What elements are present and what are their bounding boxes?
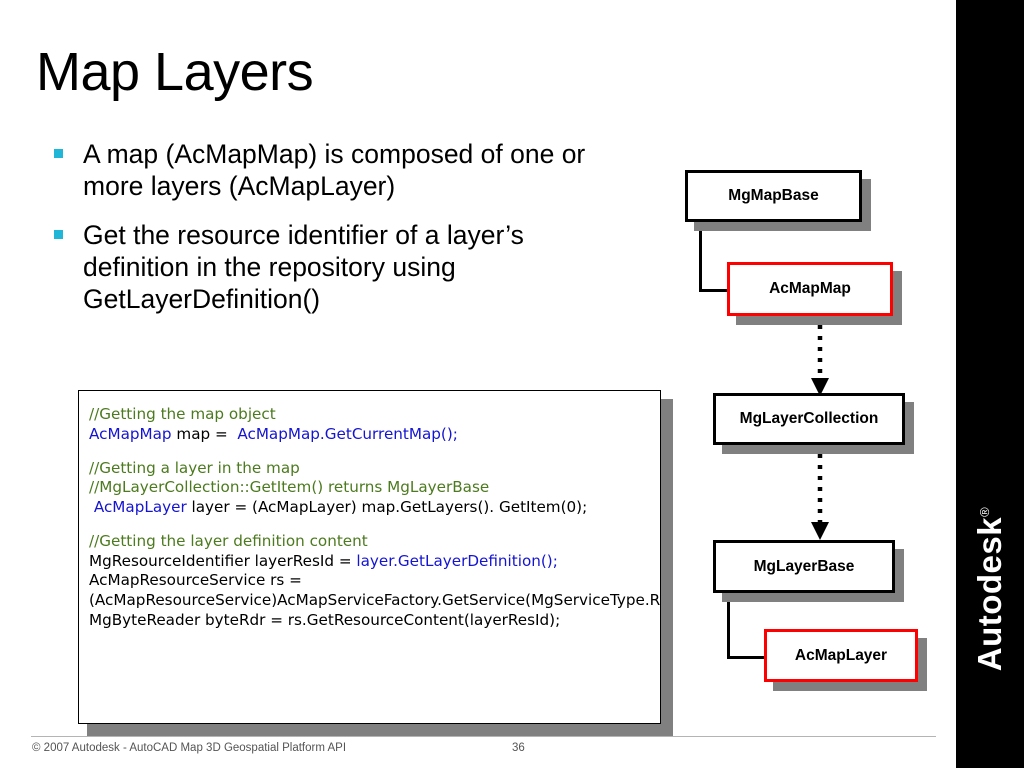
code-line: //Getting the map object — [89, 405, 650, 425]
code-token-cmt: //Getting the layer definition content — [89, 531, 368, 550]
connector-mglayerbase-acmaplayer-vertical — [727, 593, 730, 659]
arrow-acmapmap-to-mglayercollection — [811, 314, 829, 396]
code-token-type: AcMapMap — [89, 424, 172, 443]
autodesk-brand-bar: Autodesk® — [956, 0, 1024, 768]
connector-mglayerbase-acmaplayer-horizontal — [727, 656, 767, 659]
code-line: AcMapMap map = AcMapMap.GetCurrentMap(); — [89, 425, 650, 445]
diagram-box-label: MgLayerCollection — [739, 410, 879, 427]
box-shadow-acmapmap — [736, 271, 902, 325]
code-token-cmt: //Getting a layer in the map — [89, 458, 300, 477]
diagram-box-label: MgMapBase — [728, 187, 819, 204]
code-token-plain: (AcMapResourceService)AcMapServiceFactor… — [89, 591, 660, 609]
code-token-plain: MgResourceIdentifier layerResId = — [89, 551, 357, 570]
bullet-square-icon — [54, 229, 63, 239]
code-token-type: AcMapMap.GetCurrentMap(); — [237, 424, 458, 443]
diagram-box-acmapmap[interactable]: AcMapMap — [727, 262, 893, 316]
diagram-box-mgmapbase[interactable]: MgMapBase — [685, 170, 862, 222]
bullet-item: A map (AcMapMap) is composed of one or m… — [50, 138, 610, 203]
bullet-text: Get the resource identifier of a layer’s… — [83, 219, 524, 315]
bullet-text: A map (AcMapMap) is composed of one or m… — [83, 139, 586, 202]
code-token-plain: map = — [171, 424, 238, 443]
registered-trademark-icon: ® — [977, 506, 992, 517]
diagram-box-label: AcMapMap — [769, 280, 851, 297]
diagram-box-label: MgLayerBase — [753, 557, 855, 575]
diagram-box-mglayercollection[interactable]: MgLayerCollection — [713, 393, 905, 445]
code-line: //MgLayerCollection::GetItem() returns M… — [89, 478, 650, 498]
code-line: //Getting the layer definition content — [89, 532, 650, 552]
code-token-type: AcMapLayer — [89, 498, 187, 516]
code-line: MgResourceIdentifier layerResId = layer.… — [89, 552, 650, 572]
bullet-item: Get the resource identifier of a layer’s… — [50, 219, 610, 316]
code-token-plain: AcMapResourceService rs = — [89, 571, 302, 590]
arrow-mglayercollection-to-mglayerbase — [811, 443, 829, 540]
box-shadow-acmaplayer — [773, 638, 927, 691]
code-line: //Getting a layer in the map — [89, 459, 650, 479]
code-token-type: layer.GetLayerDefinition(); — [356, 551, 558, 570]
box-shadow-mglayerbase — [722, 549, 904, 602]
footer-page-number: 36 — [512, 742, 525, 754]
bullet-square-icon — [54, 149, 63, 158]
code-line: AcMapResourceService rs = — [89, 571, 650, 591]
code-token-plain: MgByteReader byteRdr = rs.GetResourceCon… — [89, 610, 561, 629]
diagram-box-mglayerbase[interactable]: MgLayerBase — [713, 540, 895, 593]
footer-copyright: © 2007 Autodesk - AutoCAD Map 3D Geospat… — [32, 742, 347, 754]
box-shadow-mglayercollection — [722, 402, 914, 454]
box-shadow-mgmapbase — [694, 179, 871, 231]
code-line: (AcMapResourceService)AcMapServiceFactor… — [89, 591, 660, 611]
code-blank-line — [89, 445, 650, 459]
code-blank-line — [89, 518, 650, 532]
page-title: Map Layers — [36, 42, 314, 102]
autodesk-logo: Autodesk® — [971, 469, 1009, 709]
footer-divider — [31, 736, 936, 737]
code-line: MgByteReader byteRdr = rs.GetResourceCon… — [89, 611, 650, 631]
bullet-list: A map (AcMapMap) is composed of one or m… — [50, 138, 610, 332]
diagram-box-acmaplayer[interactable]: AcMapLayer — [764, 629, 918, 682]
code-token-cmt: //MgLayerCollection::GetItem() returns M… — [89, 478, 490, 497]
code-line: AcMapLayer layer = (AcMapLayer) map.GetL… — [89, 498, 650, 518]
autodesk-logo-text: Autodesk — [971, 516, 1008, 672]
diagram-box-label: AcMapLayer — [794, 646, 888, 664]
connector-mgmapbase-acmapmap-horizontal — [699, 289, 730, 292]
connector-mgmapbase-acmapmap-vertical — [699, 222, 702, 292]
code-token-cmt: //Getting the map object — [89, 405, 276, 423]
code-token-plain: layer = (AcMapLayer) map.GetLayers(). Ge… — [186, 498, 588, 516]
